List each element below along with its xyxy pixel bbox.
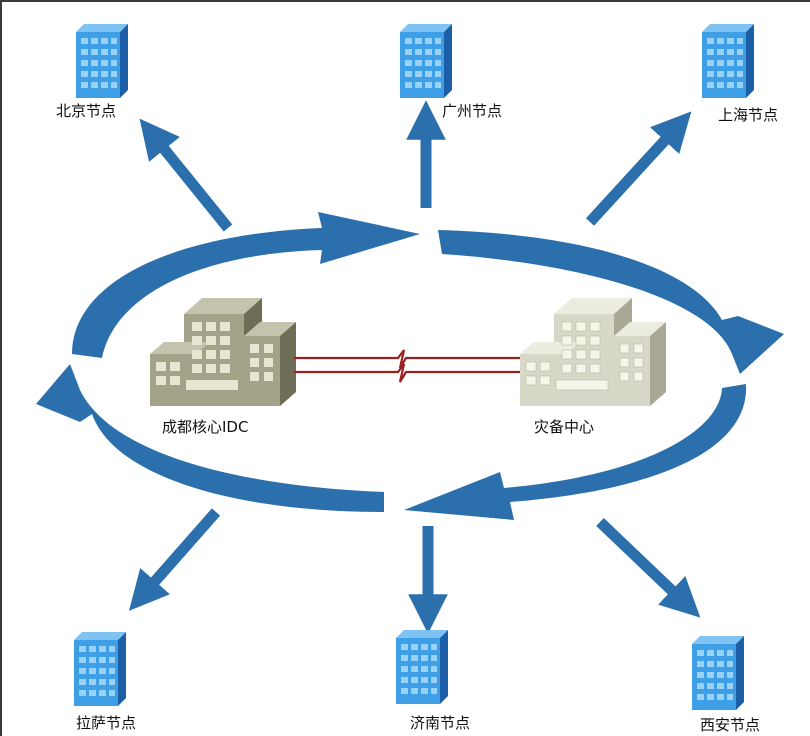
backup-center-building-icon	[520, 298, 666, 406]
node-label-xian: 西安节点	[700, 716, 761, 734]
server-icon-lhasa	[74, 632, 126, 706]
core-idc-building-icon	[150, 298, 296, 406]
replication-link	[294, 349, 520, 383]
spoke-arrows	[128, 100, 701, 634]
core-idc-label: 成都核心IDC	[162, 418, 249, 436]
server-icon-jinan	[396, 630, 448, 704]
node-label-jinan: 济南节点	[410, 714, 471, 732]
ring-arrows	[36, 212, 784, 520]
arrow-to-lhasa	[128, 508, 221, 611]
backup-center-label: 灾备中心	[534, 418, 595, 436]
node-label-lhasa: 拉萨节点	[76, 714, 137, 732]
ring-arrow-top-left	[72, 212, 420, 358]
node-label-beijing: 北京节点	[56, 102, 117, 120]
arrow-to-xian	[596, 518, 701, 618]
node-label-shanghai: 上海节点	[718, 106, 779, 124]
server-icon-xian	[692, 636, 744, 710]
ring-arrow-top-right	[438, 230, 784, 374]
ring-arrow-bottom-right	[404, 384, 747, 520]
server-icon-guangzhou	[400, 24, 452, 98]
node-label-guangzhou: 广州节点	[442, 102, 503, 120]
arrow-to-beijing	[139, 118, 233, 232]
arrow-to-shanghai	[585, 111, 692, 226]
server-icon-beijing	[76, 24, 128, 98]
ring-arrow-bottom-left	[36, 364, 384, 512]
server-icon-shanghai	[702, 24, 754, 98]
